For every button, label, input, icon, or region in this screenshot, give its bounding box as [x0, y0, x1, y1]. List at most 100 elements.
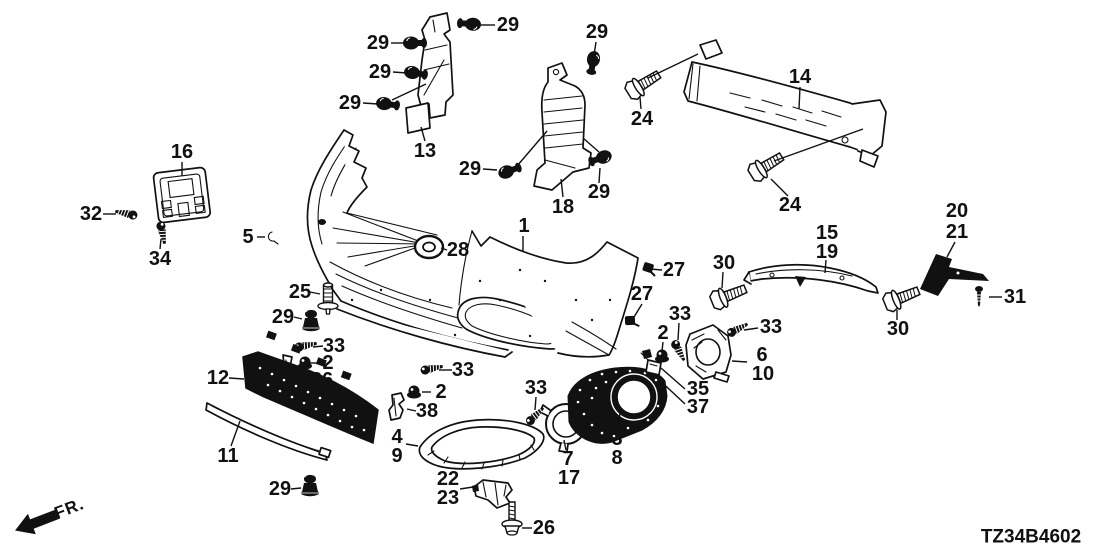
part-label-15: 15 [816, 222, 838, 244]
part-label-2: 2 [322, 352, 333, 374]
leader-line [770, 178, 789, 197]
part-label-35: 35 [687, 378, 709, 400]
leader-line [660, 367, 686, 390]
leader-lines [103, 24, 1002, 529]
part-15-19-upper-beam [743, 263, 879, 294]
leader-line [633, 303, 643, 318]
part-label-18: 18 [552, 196, 574, 218]
part-label-29: 29 [586, 21, 608, 43]
leader-line [721, 271, 724, 289]
leader-line [309, 291, 321, 295]
part-16-license-plate-bracket [152, 166, 212, 224]
leader-line [482, 168, 498, 171]
leader-line [362, 102, 379, 105]
clip-29-a [402, 35, 428, 51]
leader-line [228, 377, 245, 380]
bolt-26 [501, 501, 523, 536]
leader-line [516, 130, 548, 167]
clip-27-b [621, 311, 641, 332]
part-label-13: 13 [414, 140, 436, 162]
part-label-26: 26 [533, 517, 555, 539]
leader-line [677, 322, 680, 341]
leader-line [560, 178, 564, 198]
bolt-30-right [880, 280, 923, 315]
part-38-bracket [388, 392, 405, 421]
leader-line [615, 409, 622, 431]
part-label-33: 33 [525, 377, 547, 399]
leader-line [391, 83, 427, 101]
part-label-25: 25 [289, 281, 311, 303]
leader-line [598, 167, 601, 184]
leader-line [405, 443, 419, 447]
part-label-23: 23 [437, 487, 459, 509]
leader-line [593, 41, 597, 56]
part-label-7: 7 [562, 448, 573, 470]
bolt-30-left [707, 278, 750, 313]
part-label-27: 27 [631, 283, 653, 305]
part-label-29: 29 [588, 181, 610, 203]
part-label-2: 2 [435, 381, 446, 403]
clip-29-g [586, 147, 615, 170]
part-1-front-bumper [306, 129, 639, 358]
leader-line [230, 420, 241, 447]
part-label-20: 20 [946, 200, 968, 222]
part-35-37-sensor-bracket [640, 349, 662, 376]
nut-2-b [407, 385, 421, 399]
leader-line [652, 373, 686, 405]
part-6-10-fog-bracket [685, 324, 732, 383]
part-label-29: 29 [269, 478, 291, 500]
part-label-14: 14 [789, 66, 812, 88]
part-labels: 2929292913292414241829291632345281272725… [80, 14, 1026, 539]
part-13-side-bracket [405, 12, 454, 134]
leader-line [743, 327, 759, 331]
leader-line [824, 259, 827, 274]
clip-29-b [455, 15, 483, 32]
part-11-front-lip-molding [205, 402, 332, 461]
leader-line [312, 345, 324, 348]
leader-line [459, 486, 474, 490]
part-label-33: 33 [760, 316, 782, 338]
part-20-21-side-bracket [920, 254, 989, 296]
part-label-27: 27 [663, 259, 685, 281]
clip-5 [267, 231, 279, 245]
part-12-front-grille [242, 330, 379, 445]
part-label-29: 29 [339, 92, 361, 114]
part-18-center-bracket [533, 62, 592, 191]
part-label-38: 38 [416, 400, 438, 422]
screw-33-b [419, 361, 445, 376]
diagram-code: TZ34B4602 [981, 527, 1081, 548]
part-label-29: 29 [272, 306, 294, 328]
part-label-29: 29 [497, 14, 519, 36]
part-label-1: 1 [518, 215, 529, 237]
leader-line [649, 268, 663, 271]
part-label-11: 11 [217, 445, 238, 467]
leader-line [639, 96, 642, 110]
leader-line [563, 439, 567, 451]
part-label-30: 30 [713, 252, 735, 274]
part-label-22: 22 [437, 468, 459, 490]
fr-direction-arrow: FR. [15, 494, 87, 535]
leader-line [582, 137, 600, 153]
part-label-29: 29 [459, 158, 481, 180]
part-label-31: 31 [1004, 286, 1026, 308]
screw-31 [974, 285, 984, 308]
clip-29-h [301, 308, 321, 332]
clip-28-grommet [413, 234, 445, 260]
leader-line [731, 360, 748, 363]
fr-label: FR. [52, 494, 87, 523]
screw-33-d [669, 337, 689, 364]
bolt-24-left [622, 65, 665, 103]
part-label-9: 9 [391, 445, 402, 467]
part-label-33: 33 [669, 303, 691, 325]
leader-line [298, 376, 310, 381]
leader-line [293, 316, 303, 320]
part-label-30: 30 [887, 318, 909, 340]
leader-line [798, 86, 801, 110]
nut-2-c [655, 349, 669, 363]
leader-line [773, 128, 864, 162]
part-label-3: 3 [611, 428, 622, 450]
part-label-32: 32 [80, 203, 102, 225]
part-label-16: 16 [171, 141, 193, 163]
